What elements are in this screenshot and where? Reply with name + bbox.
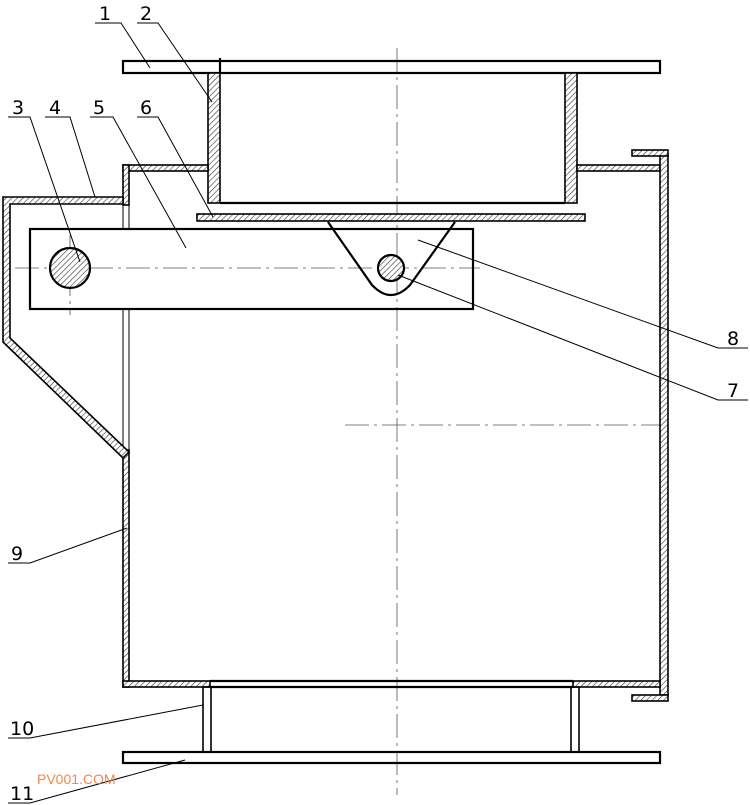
- label-8: 8: [727, 328, 739, 350]
- hinge-pin: [376, 253, 406, 283]
- side-bracket: [2, 196, 131, 460]
- outlet-pipe: [202, 686, 580, 753]
- gate-plate: [196, 213, 586, 222]
- top-flange-plate: [121, 59, 662, 75]
- label-4: 4: [49, 97, 61, 119]
- label-5: 5: [93, 97, 105, 119]
- label-9: 9: [11, 543, 23, 565]
- lever-bar: [28, 227, 475, 311]
- label-1: 1: [99, 3, 111, 25]
- hinge-bracket: [327, 221, 456, 297]
- label-3: 3: [12, 97, 24, 119]
- label-10: 10: [10, 718, 34, 740]
- bottom-flange-plate: [121, 750, 662, 765]
- label-7: 7: [727, 380, 739, 402]
- watermark: PV001.COM: [37, 771, 116, 787]
- label-2: 2: [140, 3, 152, 25]
- inlet-pipe: [207, 72, 578, 205]
- leader-lines: [8, 22, 748, 804]
- housing-body: [122, 149, 669, 702]
- pivot-pin: [48, 246, 92, 290]
- label-6: 6: [140, 97, 152, 119]
- label-11: 11: [10, 783, 34, 805]
